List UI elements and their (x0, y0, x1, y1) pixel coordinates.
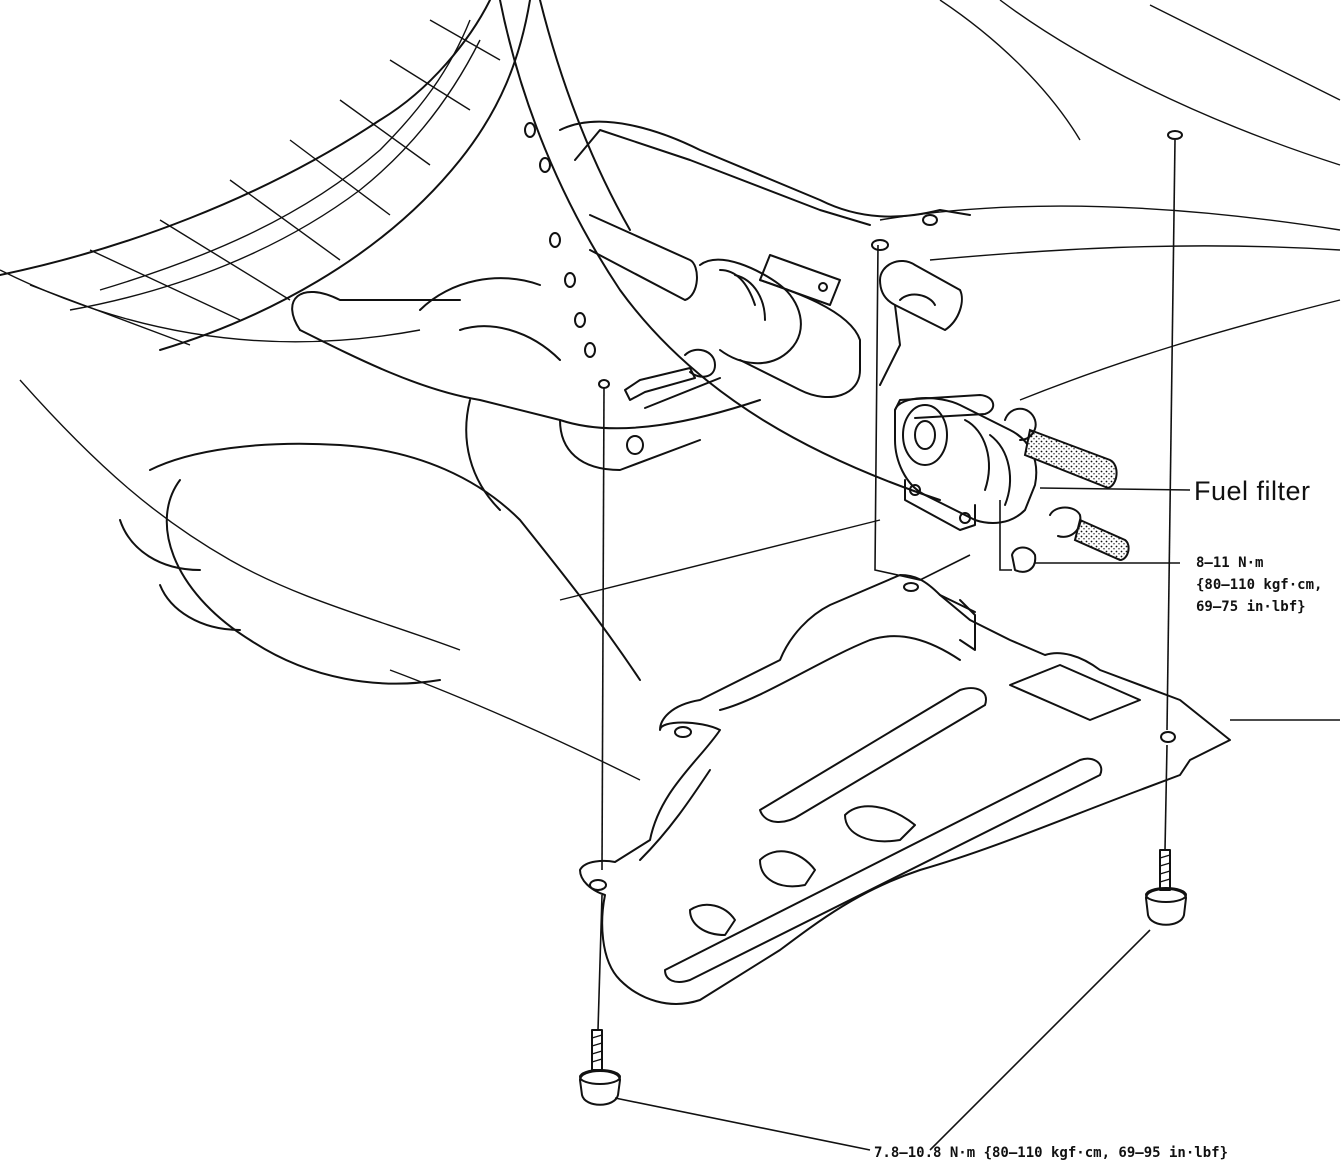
leader-lines (614, 487, 1191, 1151)
cover-torque-spec: 7.8–10.8 N·m {80–110 kgf·cm, 69–95 in·lb… (874, 1145, 1229, 1161)
fuel-filter-label: Fuel filter (1194, 476, 1311, 506)
floor-grid-panel (0, 0, 531, 351)
filter-torque-spec: 8–11 N·m {80–110 kgf·cm, 69–75 in·lbf} (1196, 552, 1322, 618)
fuel-filter-protector (579, 574, 1231, 1005)
muffler (119, 277, 641, 685)
crossmember (291, 0, 971, 501)
protector-bolt-left (579, 1029, 621, 1106)
cover-bolt-left-leader (614, 1097, 871, 1151)
fuel-filter-assembly (879, 260, 1130, 573)
underbody-background (0, 0, 1341, 781)
protector-bolt-right (1145, 849, 1187, 926)
filter-torque-line2: {80–110 kgf·cm, (1196, 577, 1323, 593)
fuel-filter-leader (1039, 487, 1191, 491)
alignment-lines (597, 130, 1183, 1031)
fuel-line-assembly (589, 214, 861, 399)
filter-torque-line3: 69–75 in·lbf} (1196, 599, 1306, 615)
cover-bolt-right-leader (929, 929, 1151, 1151)
filter-torque-line1: 8–11 N·m (1196, 555, 1264, 571)
bracket-bolt (624, 348, 721, 409)
